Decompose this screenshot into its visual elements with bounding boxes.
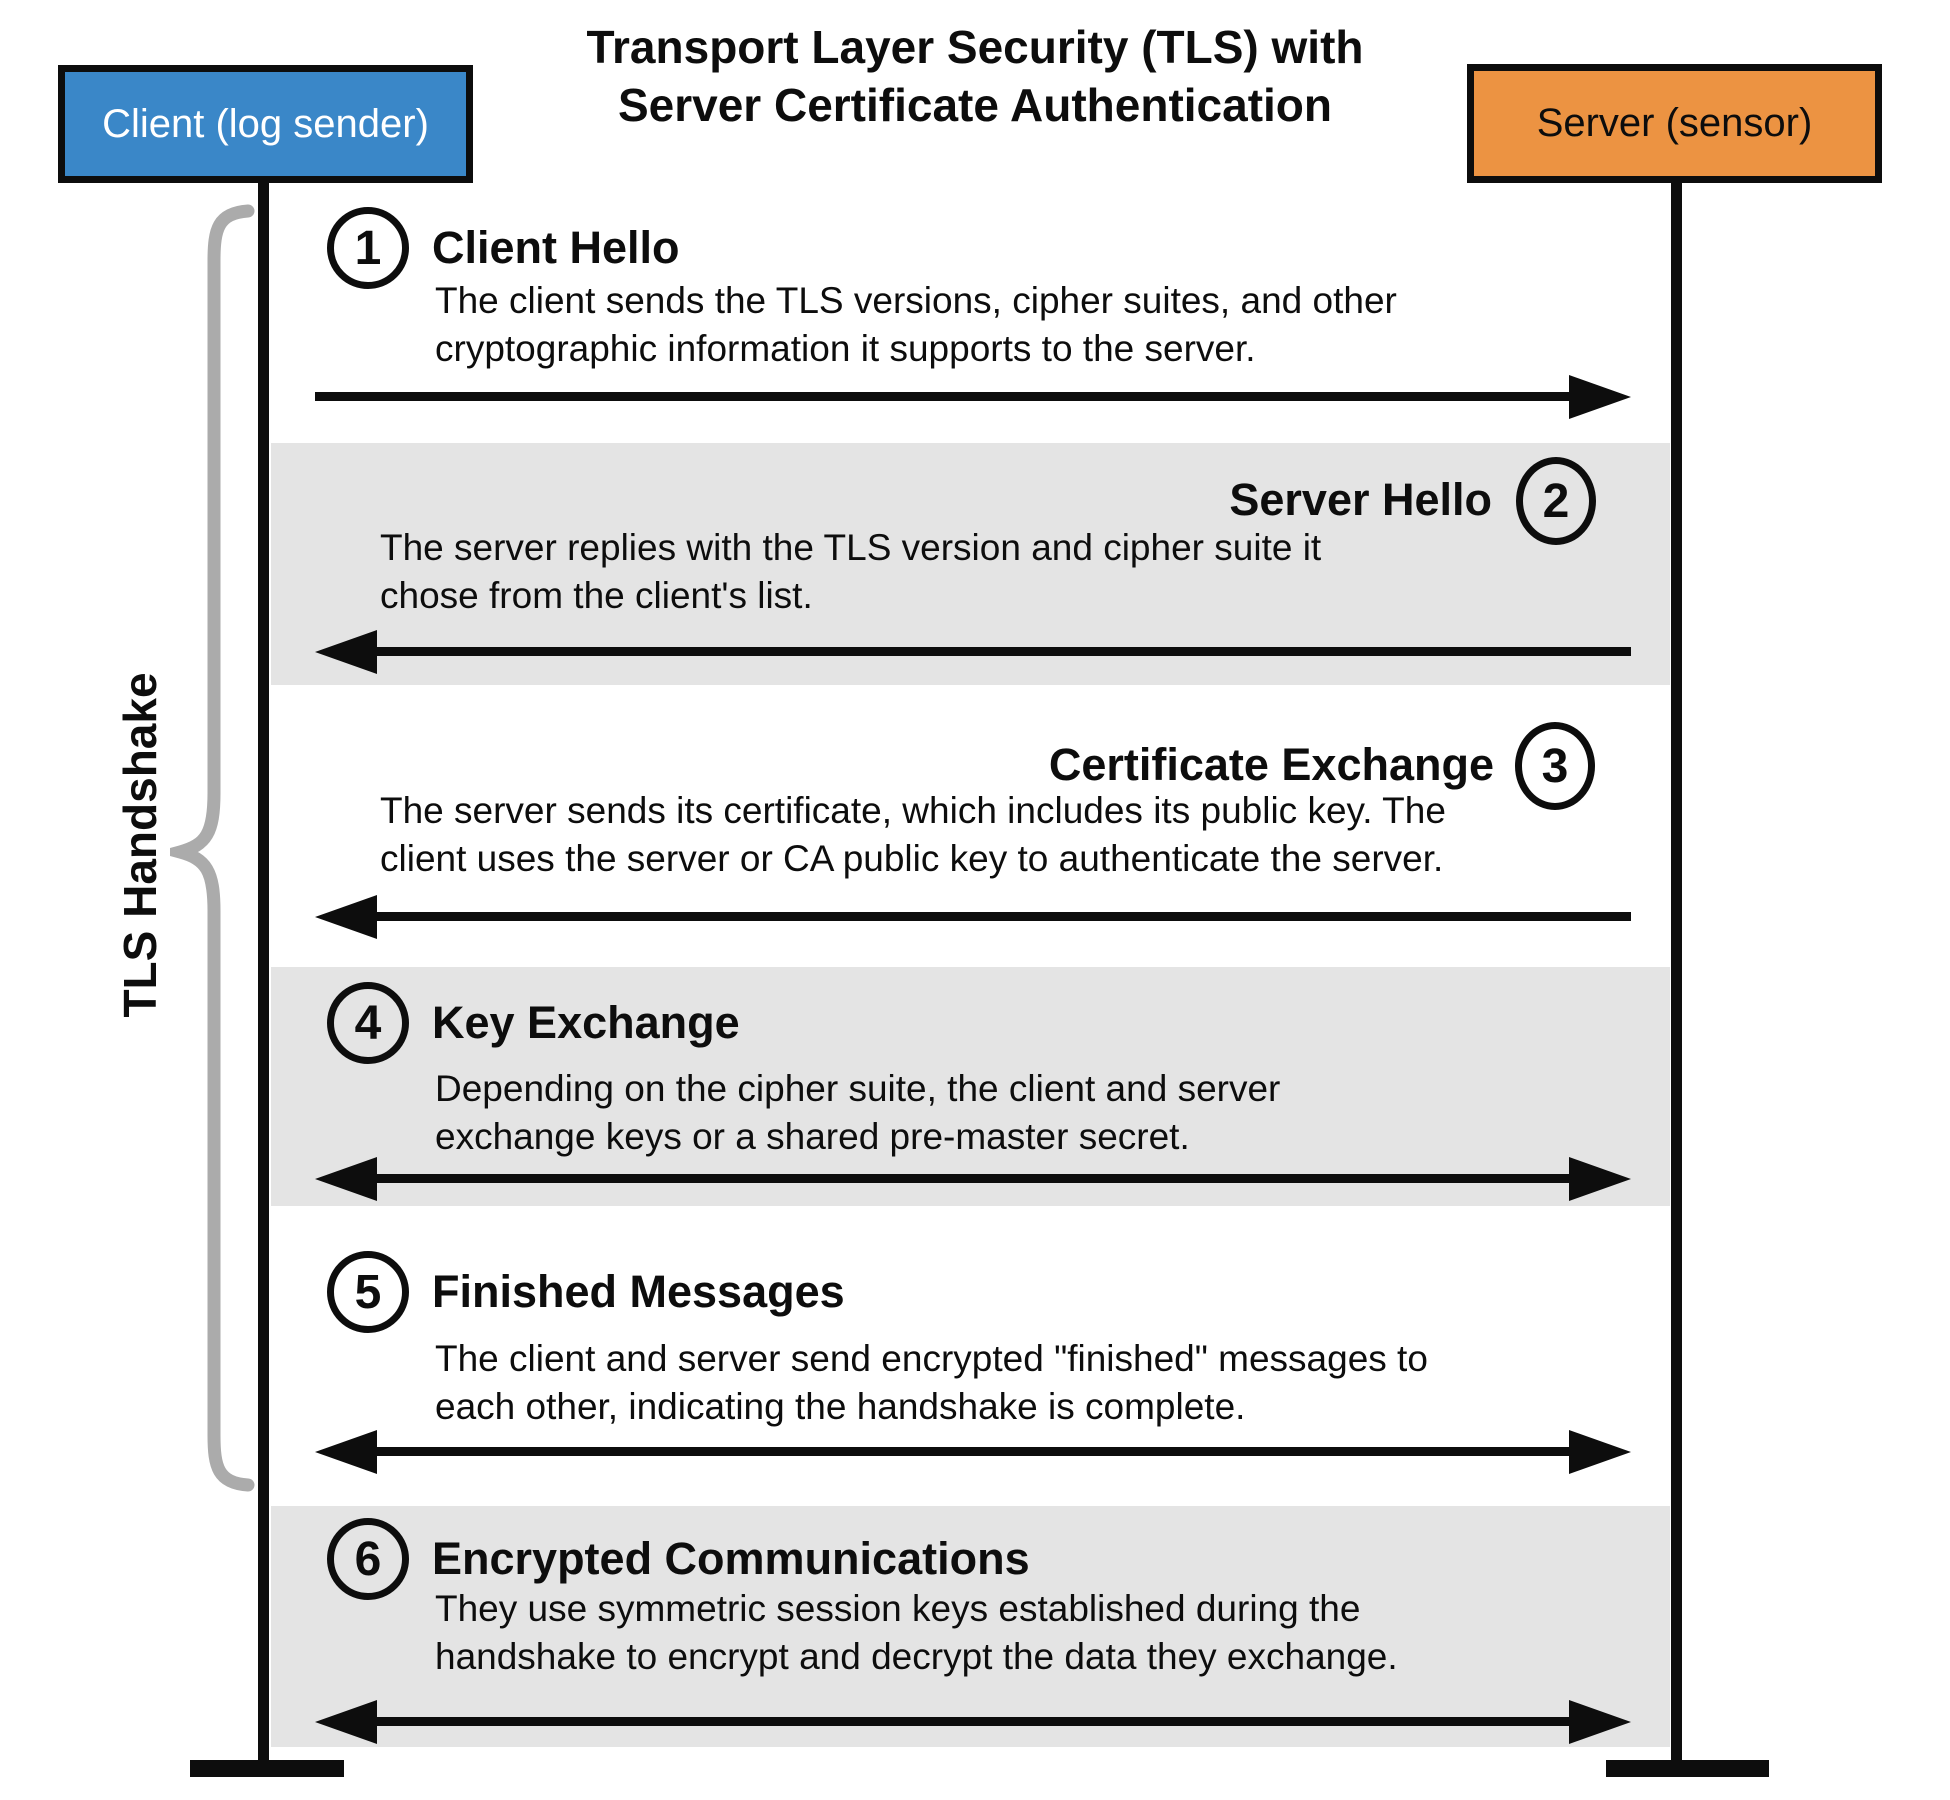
- step-5-title: Finished Messages: [432, 1266, 845, 1317]
- step-2-number-badge: 2: [1516, 457, 1596, 545]
- step-1-number-badge: 1: [327, 207, 409, 289]
- arrow-head-right-icon: [1569, 375, 1631, 419]
- step-2-shaded-band: [271, 443, 1670, 685]
- step-3-description: The server sends its certificate, which …: [380, 787, 1446, 883]
- step-4-number: 4: [354, 996, 382, 1050]
- step-6-description: They use symmetric session keys establis…: [435, 1585, 1398, 1681]
- server-lifeline: [1671, 183, 1682, 1767]
- server-actor-box: Server (sensor): [1467, 64, 1882, 183]
- diagram-title-line2: Server Certificate Authentication: [617, 79, 1333, 131]
- step-6-description-line2: handshake to encrypt and decrypt the dat…: [435, 1636, 1398, 1677]
- step-4-key-exchange: 4 Key Exchange Depending on the cipher s…: [0, 967, 1950, 1206]
- step-6-shaded-band: [271, 1506, 1670, 1747]
- arrow-shaft: [329, 647, 1631, 656]
- step-3-number-badge: 3: [1515, 722, 1595, 810]
- step-2-server-hello: 2 Server Hello The server replies with t…: [0, 443, 1950, 685]
- arrow-shaft: [315, 392, 1617, 401]
- step-6-number-badge: 6: [327, 1518, 409, 1600]
- step-1-title: Client Hello: [432, 222, 680, 273]
- step-1-description-line1: The client sends the TLS versions, ciphe…: [435, 280, 1397, 321]
- step-4-description-line2: exchange keys or a shared pre-master sec…: [435, 1116, 1190, 1157]
- step-4-description-line1: Depending on the cipher suite, the clien…: [435, 1068, 1281, 1109]
- client-lifeline-terminator: [190, 1760, 344, 1777]
- step-3-description-line1: The server sends its certificate, which …: [380, 790, 1446, 831]
- step-3-description-line2: client uses the server or CA public key …: [380, 838, 1444, 879]
- step-5-finished-messages: 5 Finished Messages The client and serve…: [0, 1206, 1950, 1506]
- step-6-message-arrow: [315, 1700, 1631, 1744]
- step-2-description: The server replies with the TLS version …: [380, 524, 1321, 620]
- step-4-shaded-band: [271, 967, 1670, 1206]
- step-2-description-line2: chose from the client's list.: [380, 575, 813, 616]
- step-6-description-line1: They use symmetric session keys establis…: [435, 1588, 1361, 1629]
- step-4-number-badge: 4: [327, 982, 409, 1064]
- diagram-title-line1: Transport Layer Security (TLS) with: [586, 21, 1364, 73]
- step-3-title: Certificate Exchange: [1048, 739, 1494, 790]
- step-1-message-arrow: [315, 375, 1631, 419]
- step-5-number-badge: 5: [327, 1251, 409, 1333]
- arrow-shaft: [329, 1717, 1617, 1726]
- client-lifeline: [258, 183, 269, 1767]
- step-1-description-line2: cryptographic information it supports to…: [435, 328, 1256, 369]
- step-5-description: The client and server send encrypted "fi…: [435, 1335, 1428, 1431]
- client-actor-label: Client (log sender): [102, 101, 429, 146]
- step-3-number: 3: [1541, 739, 1569, 793]
- arrow-shaft: [329, 1174, 1617, 1183]
- step-3-certificate-exchange: 3 Certificate Exchange The server sends …: [0, 685, 1950, 967]
- step-5-message-arrow: [315, 1430, 1631, 1474]
- client-actor-box: Client (log sender): [58, 65, 473, 183]
- step-3-message-arrow: [315, 895, 1631, 939]
- arrow-head-right-icon: [1569, 1157, 1631, 1201]
- step-1-client-hello: 1 Client Hello The client sends the TLS …: [0, 185, 1950, 443]
- server-actor-label: Server (sensor): [1536, 101, 1813, 145]
- arrow-shaft: [329, 912, 1631, 921]
- step-2-number: 2: [1542, 474, 1570, 528]
- arrow-shaft: [329, 1447, 1617, 1456]
- step-1-number: 1: [354, 221, 382, 275]
- step-4-description: Depending on the cipher suite, the clien…: [435, 1065, 1280, 1161]
- step-4-message-arrow: [315, 1157, 1631, 1201]
- step-1-description: The client sends the TLS versions, ciphe…: [435, 277, 1397, 373]
- step-2-message-arrow: [315, 630, 1631, 674]
- step-5-number: 5: [354, 1265, 382, 1319]
- step-4-title: Key Exchange: [432, 997, 740, 1048]
- step-2-title: Server Hello: [1229, 474, 1492, 525]
- step-6-title: Encrypted Communications: [432, 1533, 1030, 1584]
- step-6-number: 6: [354, 1532, 382, 1586]
- step-2-description-line1: The server replies with the TLS version …: [380, 527, 1322, 568]
- handshake-brace: [170, 204, 255, 1492]
- server-lifeline-terminator: [1606, 1760, 1769, 1777]
- diagram-title: Transport Layer Security (TLS) with Serv…: [0, 18, 1950, 134]
- step-6-encrypted-communications: 6 Encrypted Communications They use symm…: [0, 1506, 1950, 1747]
- step-5-description-line1: The client and server send encrypted "fi…: [435, 1338, 1428, 1379]
- step-5-description-line2: each other, indicating the handshake is …: [435, 1386, 1246, 1427]
- arrow-head-right-icon: [1569, 1700, 1631, 1744]
- arrow-head-right-icon: [1569, 1430, 1631, 1474]
